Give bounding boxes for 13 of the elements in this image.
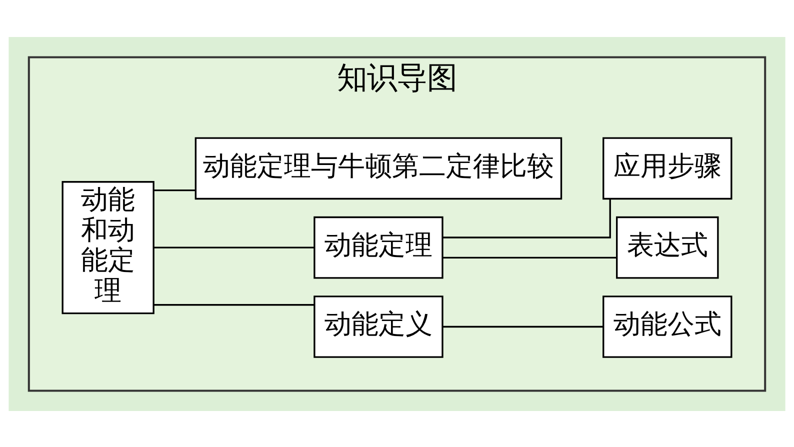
connector: [154, 188, 196, 191]
node-box: 动能公式: [602, 295, 732, 358]
connector: [154, 304, 314, 306]
node-box: 动能定理与牛顿第二定律比较: [194, 136, 562, 200]
node-box: 应用步骤: [602, 136, 732, 200]
node-box: 动能定理: [314, 216, 444, 278]
node-box: 动能定义: [314, 295, 444, 358]
connector: [154, 246, 314, 248]
node-box: 动能和动能定理: [62, 180, 154, 314]
connector: [442, 256, 616, 258]
connector: [442, 325, 603, 328]
connector: [443, 198, 611, 238]
node-box: 表达式: [616, 216, 719, 278]
